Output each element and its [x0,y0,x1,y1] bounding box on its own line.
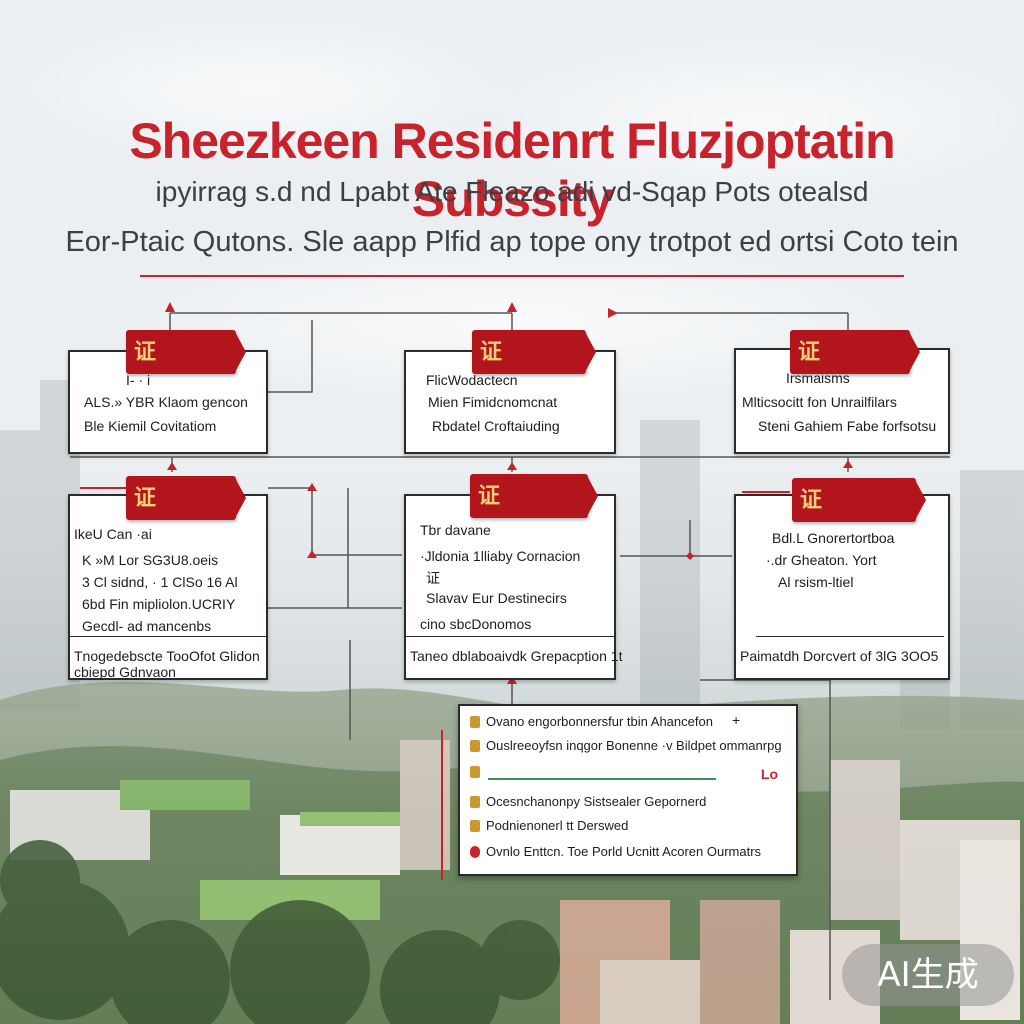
card-footer: Paimatdh Dorcvert of 3lG 3OO5 [740,648,939,664]
card-line: Slavav Eur Destinecirs [426,590,567,606]
card-line: cino sbcDonomos [420,616,532,632]
ai-generated-badge: AI生成 [842,944,1014,1006]
arrow-marker [167,462,177,470]
arrow-marker [507,676,517,684]
card-divider [406,636,614,637]
card-line: Steni Gahiem Fabe forfsotsu [758,418,937,434]
card-footer: Taneo dblaboaivdk Grepacption 1t [410,648,623,664]
page-title: Sheezkeen Residenrt Fluzjoptatin Subssit… [129,113,895,227]
info-card: Tbr davane ·Jldonia 1lliaby Cornacion 证 … [404,494,623,680]
card-line: Rbdatel Croftaiuding [432,418,560,434]
card-line: ·Jldonia 1lliaby Cornacion [420,548,581,564]
notice-text: Ovnlo Enttcn. Toe Porld Ucnitt Acoren Ou… [486,844,762,859]
bullet-icon [470,796,480,808]
card-line: K »M Lor SG3U8.oeis [82,552,219,568]
card-footer: Tnogedebscte TooOfot Glidon cbiepd Gdnva… [74,648,260,680]
notice-row: Ouslreeoyfsn inqgor Bonenne ·v Bildpet o… [470,738,786,753]
info-card: IkeU Can ·ai K »M Lor SG3U8.oeis 3 Cl si… [68,494,268,680]
card-line: Tbr davane [420,522,491,538]
card-line: 3 Cl sidnd, · 1 ClSo 16 Al [82,574,238,590]
connector-branch-1 [268,320,313,393]
notice-text: Podnienonerl tt Derswed [486,818,629,833]
card-line: Gecdl- ad mancenbs [82,618,212,634]
card-line: Bdl.L Gnorertortboa [772,530,895,546]
card-line: Ble Kiemil Covitatiom [84,418,217,434]
card-tag: 证 [472,330,596,374]
notice-panel: Ovano engorbonnersfur tbin Ahancefon + O… [458,704,798,876]
notice-row [470,764,786,779]
subtitle-line-2: Eor-Ptaic Qutons. Sle aapp Plfid ap tope… [65,226,959,258]
info-card: Bdl.L Gnorertortboa ·.dr Gheaton. Yort A… [734,494,950,680]
notice-divider [488,778,716,780]
card-tag: 证 [470,474,598,518]
card-divider [756,636,944,637]
card-line: I- · i [126,372,151,388]
connector-branch-2 [268,487,402,556]
bullet-icon [470,846,480,858]
card-line: 6bd Fin mipliolon.UCRIY [82,596,236,612]
arrow-marker [843,460,853,468]
card-line: FlicWodactecn [426,372,518,388]
arrow-marker [507,302,517,312]
notice-row: Podnienonerl tt Derswed [470,818,786,833]
notice-mark: Lo [760,766,778,782]
card-tag: 证 [126,476,246,520]
arrow-marker [307,483,317,491]
bullet-icon [470,740,480,752]
notice-row: Ovnlo Enttcn. Toe Porld Ucnitt Acoren Ou… [470,844,786,859]
card-tag: 证 [790,330,920,374]
subtitle-line-1: ipyirrag s.d nd Lpabt Ate Fleazo adi vd-… [155,176,869,207]
card-line: IkeU Can ·ai [74,526,152,542]
bullet-icon [470,716,480,728]
card-line: ·.dr Gheaton. Yort [766,552,877,568]
arrow-marker [686,552,694,560]
notice-row: Ovano engorbonnersfur tbin Ahancefon [470,714,786,729]
arrow-marker [507,462,517,470]
card-tag: 证 [126,330,246,374]
notice-row: Ocesnchanonpy Sistsealer Gepornerd [470,794,786,809]
notice-text: Ovano engorbonnersfur tbin Ahancefon [486,714,713,729]
plus-icon: + [732,712,741,728]
card-line: Mien Fimidcnomcnat [428,394,558,410]
card-line: Mlticsocitt fon Unrailfilars [742,394,897,410]
bullet-icon [470,766,480,778]
card-line: Irsmaisms [786,370,850,386]
card-line: 证 [426,570,440,586]
bullet-icon [470,820,480,832]
notice-text: Ocesnchanonpy Sistsealer Gepornerd [486,794,707,809]
arrow-marker [165,302,175,312]
card-tag: 证 [792,478,926,522]
notice-text: Ouslreeoyfsn inqgor Bonenne ·v Bildpet o… [486,738,782,753]
arrow-marker [608,308,618,318]
card-line: ALS.» YBR Klaom gencon [84,394,248,410]
card-line: Al rsism-ltiel [778,574,854,590]
card-divider [70,636,266,637]
title-divider [140,275,904,277]
arrow-marker [307,550,317,558]
